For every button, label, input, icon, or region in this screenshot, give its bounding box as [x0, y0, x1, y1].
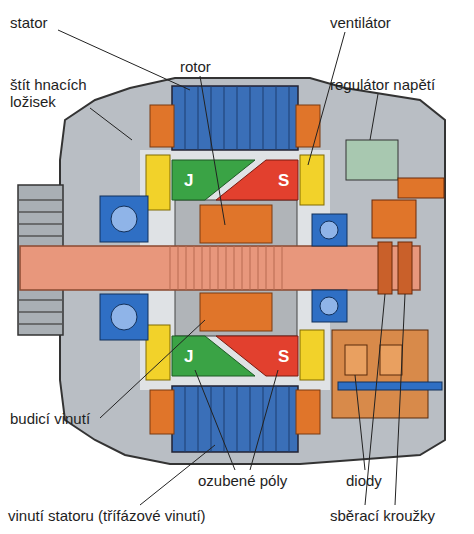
stator-winding — [296, 390, 320, 434]
part-label: ventilátor — [330, 14, 391, 31]
claw-pole — [216, 336, 298, 376]
pole-label: S — [278, 172, 289, 189]
bearing — [312, 214, 347, 246]
part-label: vinutí statoru (třífázové vinutí) — [8, 507, 206, 524]
stator-core — [172, 386, 298, 452]
terminal — [398, 178, 444, 198]
diode — [345, 345, 367, 375]
part-label: rotor — [180, 58, 211, 75]
slip-ring — [398, 242, 412, 294]
part-label: budicí vinutí — [10, 410, 90, 427]
regulator — [346, 140, 398, 180]
field-winding — [200, 293, 272, 331]
bearing — [312, 290, 347, 322]
fan — [146, 155, 170, 210]
claw-pole — [216, 160, 298, 200]
brush-holder — [372, 200, 416, 238]
diode — [380, 345, 402, 375]
fan — [300, 155, 324, 205]
stator-core — [172, 86, 298, 150]
bearing-ball — [111, 206, 137, 232]
bearing — [100, 294, 148, 340]
part-label: ozubené póly — [198, 472, 287, 489]
bolt — [338, 382, 442, 390]
bearing — [100, 196, 148, 242]
bearing-ball — [111, 304, 137, 330]
stator-winding — [296, 105, 320, 147]
part-label: regulátor napětí — [330, 76, 435, 93]
part-label: štít hnacích ložisek — [10, 76, 110, 110]
shaft — [20, 246, 420, 290]
field-winding — [200, 205, 272, 243]
part-label: stator — [10, 14, 48, 31]
stator-winding — [150, 105, 174, 147]
shaft-knurl — [170, 246, 282, 290]
stator-winding — [150, 390, 174, 434]
pole-label: J — [184, 172, 193, 189]
leader-lines — [58, 30, 405, 505]
part-label: sběrací kroužky — [330, 507, 435, 524]
bearing-ball — [320, 297, 338, 315]
pole-label: S — [278, 348, 289, 365]
slip-ring — [378, 242, 392, 294]
pole-label: J — [184, 348, 193, 365]
fan — [300, 330, 324, 380]
part-label: diody — [346, 472, 382, 489]
bearing-ball — [320, 221, 338, 239]
